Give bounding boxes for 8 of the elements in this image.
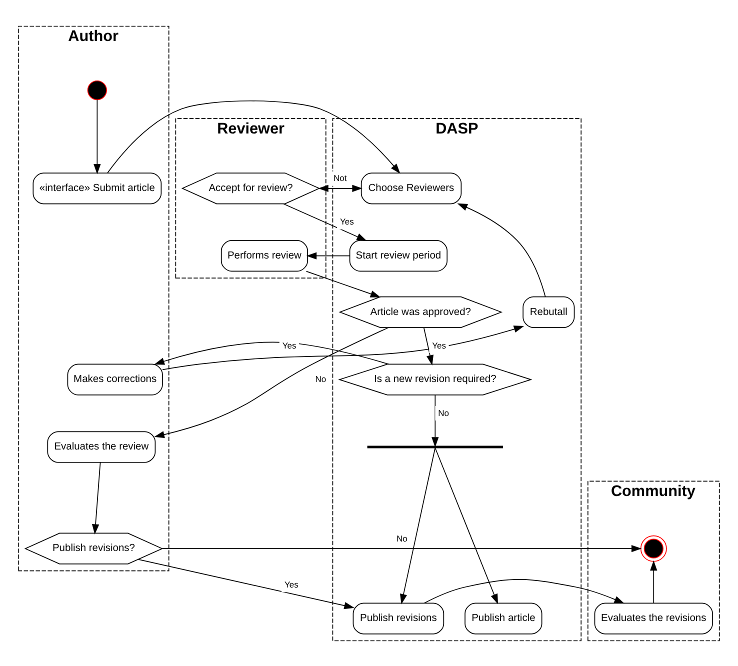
edge-label: No — [315, 374, 326, 384]
edge-label: No — [438, 407, 450, 418]
edge-label: Yes — [282, 340, 296, 350]
edge-label: No — [396, 532, 408, 543]
edge-label: Yes — [284, 578, 298, 589]
edge-label: Not — [334, 172, 347, 183]
edge-label: Yes — [432, 340, 446, 350]
edge-label: Yes — [340, 216, 354, 226]
